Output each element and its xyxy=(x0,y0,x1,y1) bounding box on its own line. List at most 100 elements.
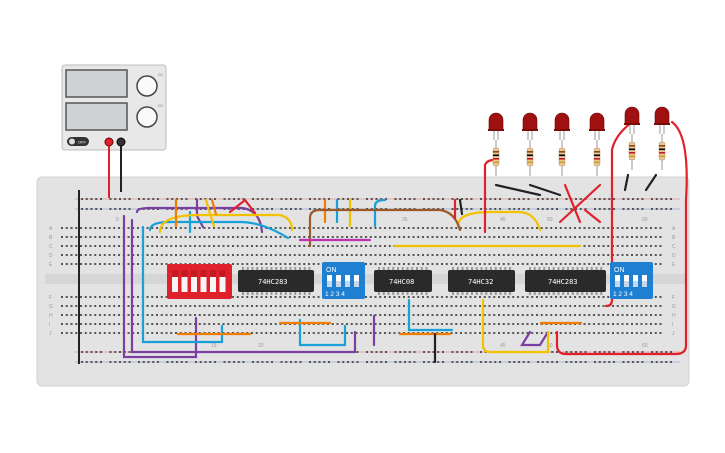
dip-toggle xyxy=(191,270,197,292)
wire-blue[interactable] xyxy=(373,198,387,228)
hole xyxy=(464,263,467,265)
hole xyxy=(536,323,538,325)
hole xyxy=(299,208,302,210)
hole xyxy=(636,351,639,353)
hole xyxy=(659,254,662,256)
hole xyxy=(613,208,615,210)
hole xyxy=(236,323,239,325)
chip-pin xyxy=(552,267,555,270)
hole xyxy=(526,323,529,325)
wire-yellow[interactable] xyxy=(481,298,550,354)
hole xyxy=(498,296,500,298)
red-dip-switch[interactable] xyxy=(167,264,232,299)
hole xyxy=(527,198,530,200)
hole xyxy=(199,361,202,363)
blue-dip-switch-2[interactable]: ON 1 2 3 4 xyxy=(610,262,653,299)
wire-red[interactable] xyxy=(583,208,602,224)
wire-red[interactable] xyxy=(555,120,688,356)
wire-brown[interactable] xyxy=(308,208,462,248)
hole xyxy=(336,323,339,325)
hole xyxy=(469,263,472,265)
hole xyxy=(545,254,548,256)
wire-yellow[interactable] xyxy=(158,213,294,234)
blue-dip-switch-1[interactable]: ON 1 2 3 4 xyxy=(322,262,365,299)
hole xyxy=(84,332,87,334)
wire-black[interactable] xyxy=(644,173,658,192)
power-supply[interactable]: CV CC OFF xyxy=(61,64,167,151)
hole xyxy=(165,254,168,256)
voltage-knob[interactable] xyxy=(136,75,158,97)
wire-purple[interactable] xyxy=(122,214,198,359)
hole xyxy=(203,236,206,238)
hole xyxy=(426,254,429,256)
wire-red[interactable] xyxy=(604,120,634,308)
hole xyxy=(203,314,206,316)
chip-pin xyxy=(475,292,478,295)
hole xyxy=(175,254,177,256)
hole xyxy=(270,236,272,238)
hole xyxy=(551,361,554,363)
hole xyxy=(289,245,291,247)
chip-pin xyxy=(567,292,569,295)
hole xyxy=(222,227,225,229)
hole xyxy=(602,263,605,265)
wire-black[interactable] xyxy=(458,198,464,216)
hole xyxy=(579,198,582,200)
hole xyxy=(213,245,215,247)
hole xyxy=(407,227,410,229)
chip-pin xyxy=(294,292,297,295)
hole xyxy=(583,314,586,316)
wire-yellow[interactable] xyxy=(204,198,216,228)
hole xyxy=(384,245,386,247)
hole xyxy=(160,263,163,265)
hole xyxy=(108,314,111,316)
wire-blue[interactable] xyxy=(298,318,347,347)
hole xyxy=(607,254,610,256)
hole xyxy=(369,236,372,238)
wire-purple[interactable] xyxy=(130,218,357,354)
hole xyxy=(488,236,491,238)
hole xyxy=(175,305,177,307)
hole xyxy=(350,305,353,307)
hole xyxy=(598,361,601,363)
wire-blue[interactable] xyxy=(407,298,454,332)
wire-purple[interactable] xyxy=(520,330,550,347)
hole xyxy=(156,323,158,325)
hole xyxy=(422,314,424,316)
wire-black[interactable] xyxy=(494,183,542,197)
wire-red[interactable] xyxy=(228,198,257,215)
hole xyxy=(597,263,600,265)
hole xyxy=(355,227,358,229)
hole xyxy=(474,236,477,238)
wire-black[interactable] xyxy=(528,183,562,197)
hole xyxy=(593,314,595,316)
row-labels: A B C D E F G H I J A B C D E F G H I J xyxy=(49,226,676,337)
wire-red[interactable] xyxy=(563,183,582,224)
hole xyxy=(442,198,444,200)
hole xyxy=(99,314,101,316)
hole xyxy=(602,314,605,316)
wire-orange[interactable] xyxy=(210,198,218,216)
wire-blue[interactable] xyxy=(148,220,290,240)
wire-red[interactable] xyxy=(483,158,496,234)
hole xyxy=(255,227,258,229)
hole xyxy=(119,208,121,210)
hole xyxy=(298,296,301,298)
hole xyxy=(521,236,524,238)
terminal-positive[interactable] xyxy=(104,137,114,147)
terminal-negative[interactable] xyxy=(116,137,126,147)
wire-yellow[interactable] xyxy=(456,210,542,232)
chip-pin xyxy=(529,267,531,270)
hole xyxy=(650,254,652,256)
hole xyxy=(536,254,538,256)
resistor-band xyxy=(659,155,665,158)
svg-text:60: 60 xyxy=(642,217,648,223)
hole xyxy=(551,351,554,353)
hole xyxy=(80,263,82,265)
current-knob[interactable] xyxy=(136,106,158,128)
wire-black[interactable] xyxy=(623,173,630,192)
hole xyxy=(265,254,268,256)
chip-pin xyxy=(590,267,593,270)
hole xyxy=(331,314,334,316)
wire-red[interactable] xyxy=(558,183,602,224)
